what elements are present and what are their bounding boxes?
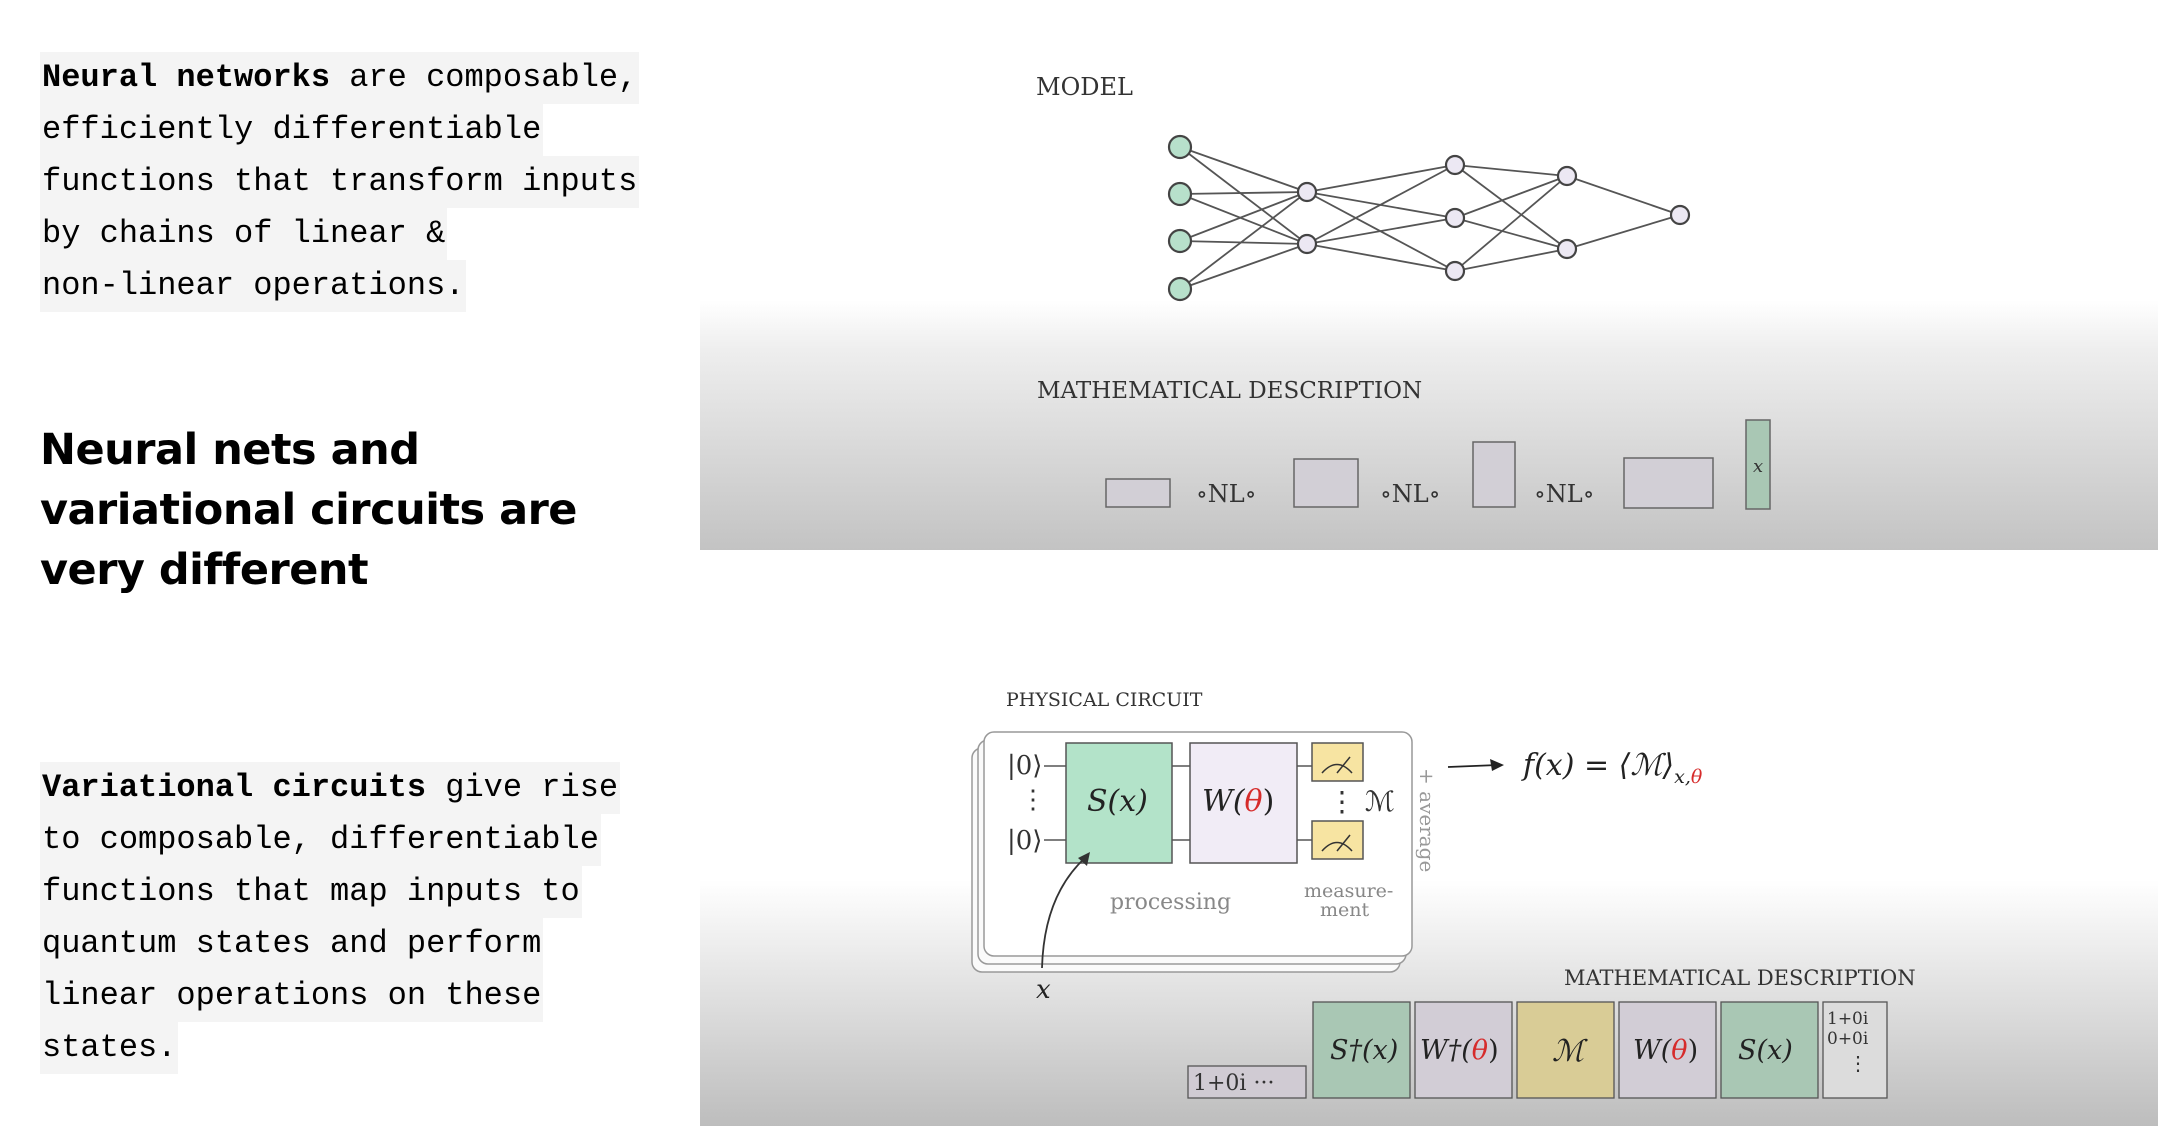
operator-block (1516, 1001, 1615, 1099)
operator-block (1414, 1001, 1513, 1099)
nonlinearity-label: ∘NL∘ (1196, 480, 1256, 508)
model-label: MODEL (1036, 73, 1133, 101)
heading-line: variational circuits are (40, 485, 577, 535)
neural-network-diagram-panel: MODEL (700, 0, 2158, 550)
circuit-wires (1044, 765, 1312, 841)
variational-circuit-diagram: PHYSICAL CIRCUIT |0⟩ ⋮ |0⟩ S(x) W(θ) (971, 689, 1916, 1099)
column-vector-entry: 0+0i (1827, 1029, 1869, 1049)
meter-icon (1311, 820, 1364, 860)
math-description-label: MATHEMATICAL DESCRIPTION (1564, 966, 1916, 990)
measurement-label-line2: ment (1320, 899, 1369, 921)
measurement-label-line1: measure- (1304, 880, 1393, 902)
encoding-gate (1065, 742, 1173, 864)
variational-circuits-paragraph: Variational circuits give rise to compos… (40, 762, 700, 1074)
hidden-node (1296, 233, 1318, 255)
nonlinearity-label: ∘NL∘ (1380, 480, 1440, 508)
paragraph-line: Neural networks are composable, (40, 52, 640, 104)
hidden-node (1444, 207, 1466, 229)
paragraph-line: to composable, differentiable (40, 814, 601, 866)
output-arrow (1447, 759, 1504, 771)
heading-line: very different (40, 545, 369, 595)
hidden-node (1296, 181, 1318, 203)
line-text: are composable, (330, 59, 638, 96)
input-arrow (1041, 856, 1087, 969)
measurement-observable: ⋮ ℳ (1328, 785, 1395, 818)
neural-network-diagram: MODEL (1036, 73, 1771, 510)
input-x-label: x (1036, 975, 1051, 1005)
input-arrowhead (1078, 852, 1090, 866)
vector-x-label: x (1753, 456, 1763, 477)
column-vector-entry: 1+0i (1827, 1009, 1869, 1029)
input-node (1167, 181, 1193, 207)
output-formula: f(x) = ⟨ℳ⟩x,θ (1521, 748, 1703, 788)
operator-block-label: S†(x) (1330, 1035, 1398, 1066)
paragraph-line: efficiently differentiable (40, 104, 544, 156)
input-node (1167, 134, 1193, 160)
section-heading: Neural nets and variational circuits are… (40, 420, 660, 600)
paragraph-line: non-linear operations. (40, 260, 467, 312)
variational-gate-label: W(θ) (1202, 784, 1274, 819)
matrix-block (1105, 478, 1171, 508)
variational-gate (1189, 742, 1298, 864)
variational-circuit-diagram-panel: PHYSICAL CIRCUIT |0⟩ ⋮ |0⟩ S(x) W(θ) (700, 560, 2158, 1126)
meter-icon (1311, 742, 1364, 782)
operator-block-label: ℳ (1552, 1034, 1588, 1069)
matrix-block (1623, 457, 1714, 509)
nonlinearity-label: ∘NL∘ (1534, 480, 1594, 508)
paragraph-line: Variational circuits give rise (40, 762, 621, 814)
operator-block-label: W†(θ) (1420, 1035, 1499, 1066)
line-text: give rise (426, 769, 619, 806)
input-node (1167, 228, 1193, 254)
operator-block (1312, 1001, 1411, 1099)
paragraph-line: linear operations on these (40, 970, 544, 1022)
vector-block (1745, 419, 1771, 510)
processing-label: processing (1110, 890, 1231, 915)
column-vector (1822, 1001, 1888, 1099)
network-edges (1179, 146, 1681, 290)
row-vector-label: 1+0i ··· (1193, 1071, 1274, 1096)
average-label: + average (1415, 768, 1439, 872)
row-vector (1187, 1065, 1307, 1099)
input-node (1167, 276, 1193, 302)
matrix-block (1472, 441, 1516, 508)
operator-block (1618, 1001, 1717, 1099)
heading-line: Neural nets and (40, 425, 420, 475)
encoding-gate-label: S(x) (1087, 784, 1148, 819)
math-description-label: MATHEMATICAL DESCRIPTION (1037, 378, 1422, 404)
bold-term: Neural networks (42, 59, 331, 96)
paragraph-line: by chains of linear & (40, 208, 448, 260)
paragraph-line: functions that transform inputs (40, 156, 640, 208)
operator-block-label: S(x) (1738, 1035, 1793, 1066)
ket-zero-top: |0⟩ (1007, 751, 1042, 781)
matrix-block (1293, 458, 1359, 508)
operator-blocks (1312, 1001, 1888, 1099)
hidden-node (1556, 165, 1578, 187)
operator-block-label: W(θ) (1633, 1035, 1698, 1066)
operator-block (1720, 1001, 1819, 1099)
paragraph-line: states. (40, 1022, 179, 1074)
hidden-node (1444, 260, 1466, 282)
network-nodes (1167, 134, 1691, 302)
ket-zero-bottom: |0⟩ (1007, 826, 1042, 856)
paragraph-line: functions that map inputs to (40, 866, 582, 918)
column-vector-entry: ⋮ (1848, 1051, 1868, 1075)
paragraph-line: quantum states and perform (40, 918, 544, 970)
math-operators (1105, 419, 1771, 510)
hidden-node (1556, 238, 1578, 260)
neural-networks-paragraph: Neural networks are composable, efficien… (40, 52, 700, 312)
hidden-node (1444, 154, 1466, 176)
measurement-meters (1311, 742, 1364, 860)
physical-circuit-label: PHYSICAL CIRCUIT (1006, 689, 1203, 711)
bold-term: Variational circuits (42, 769, 427, 806)
output-node (1669, 204, 1691, 226)
ket-dots: ⋮ (1020, 785, 1046, 815)
